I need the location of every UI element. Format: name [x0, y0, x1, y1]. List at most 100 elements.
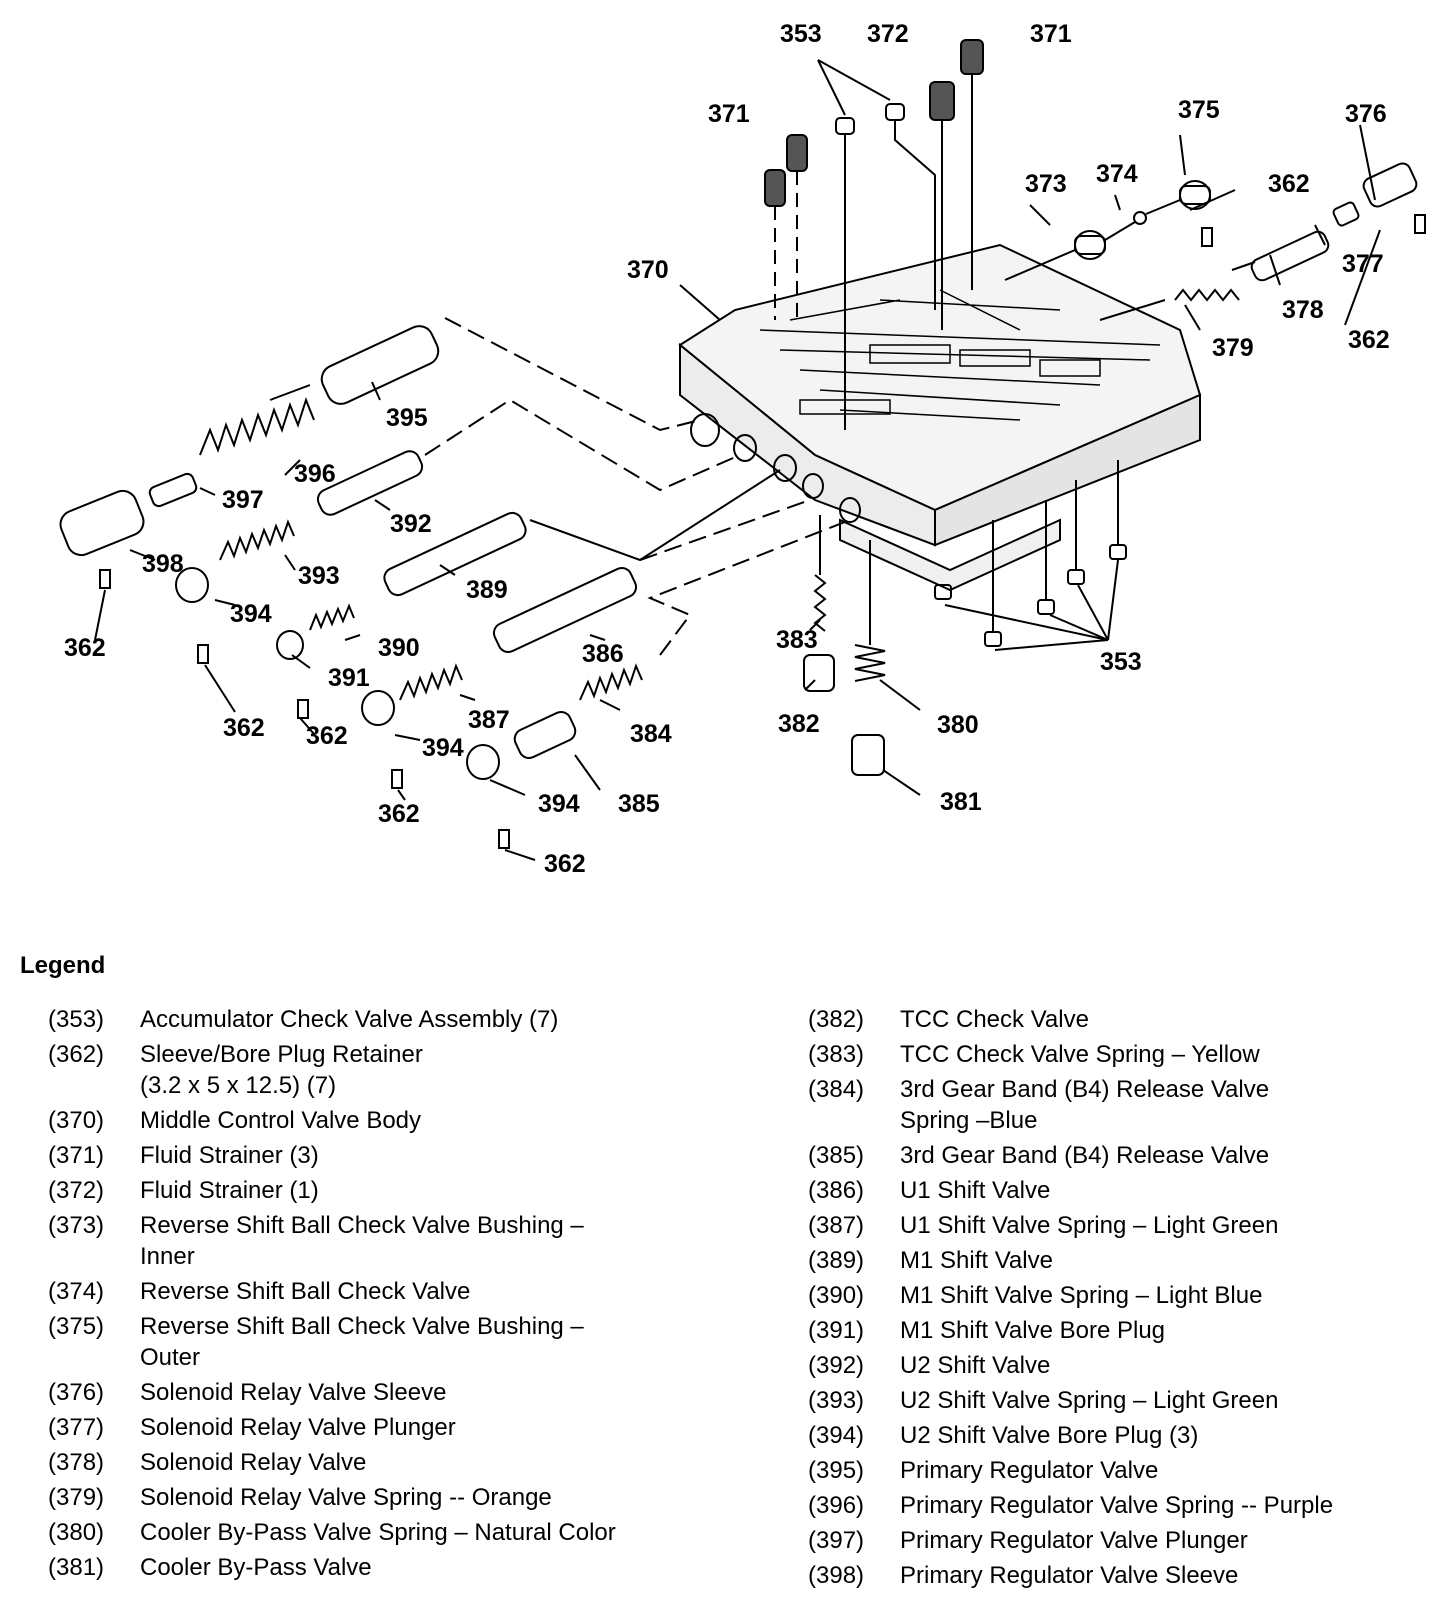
callout-label: 381: [940, 788, 982, 816]
relay-plunger: [1332, 201, 1360, 227]
callout-label: 390: [378, 634, 420, 662]
check-ball: [1133, 211, 1147, 225]
m1-spring: [309, 603, 355, 631]
legend-entry: (394) U2 Shift Valve Bore Plug (3): [808, 1420, 1448, 1451]
callout-label: 396: [294, 460, 336, 488]
legend-description: TCC Check Valve: [900, 1006, 1089, 1033]
legend-entry: (397)Primary Regulator Valve Plunger: [808, 1525, 1448, 1556]
callout-label: 382: [778, 710, 820, 738]
callout-label: 362: [378, 800, 420, 828]
legend-number: (386): [808, 1177, 865, 1204]
retainer: [99, 569, 111, 589]
legend-entry: (396) Primary Regulator Valve Spring -- P…: [808, 1490, 1448, 1521]
callout-label: 375: [1178, 96, 1220, 124]
legend-entry: (381) Cooler By-Pass Valve: [48, 1552, 748, 1583]
legend-entry: (385)3rd Gear Band (B4) Release Valve: [808, 1140, 1448, 1171]
legend-number: (389): [808, 1247, 865, 1274]
callout-label: 362: [1268, 170, 1310, 198]
u1-shift-valve: [492, 566, 638, 654]
regulator-sleeve: [59, 489, 145, 557]
legend-description: Primary Regulator Valve: [900, 1457, 1159, 1484]
callout-label: 389: [466, 576, 508, 604]
check-valve: [934, 584, 952, 600]
legend-description: Primary Regulator Valve Spring -- Purple: [900, 1492, 1334, 1519]
legend-number: (376): [48, 1379, 105, 1406]
legend-description: M1 Shift Valve: [900, 1247, 1053, 1274]
callout-label: 377: [1342, 250, 1384, 278]
retainer: [391, 769, 403, 789]
legend-entry: (377)Solenoid Relay Valve Plunger: [48, 1412, 748, 1443]
check-valve: [1037, 599, 1055, 615]
legend-number: (372): [48, 1177, 105, 1204]
callout-label: 383: [776, 626, 818, 654]
legend-number: (373): [48, 1212, 105, 1239]
callout-label: 393: [298, 562, 340, 590]
legend-number: (371): [48, 1142, 105, 1169]
callout-label: 371: [708, 100, 750, 128]
legend-title: Legend: [20, 952, 106, 979]
valve-body-right-face: [934, 393, 1201, 547]
legend-number: (398): [808, 1562, 865, 1589]
legend-entry: (370)Middle Control Valve Body: [48, 1105, 748, 1136]
legend-description: Fluid Strainer (3): [140, 1142, 319, 1169]
fluid-strainer: [929, 81, 955, 121]
exploded-view-diagram: 353 372 371 371 375 376 373 374 362 370 …: [59, 20, 1426, 878]
legend-entry: (391)M1 Shift Valve Bore Plug: [808, 1315, 1448, 1346]
callout-label: 362: [306, 722, 348, 750]
legend-number: (396): [808, 1492, 865, 1519]
callout-label: 385: [618, 790, 660, 818]
legend-description: Primary Regulator Valve Sleeve: [900, 1562, 1239, 1589]
callout-label: 362: [1348, 326, 1390, 354]
legend-entry: (373)Reverse Shift Ball Check Valve Bush…: [48, 1210, 748, 1272]
tcc-check-valve: [803, 654, 835, 692]
legend-description: U2 Shift Valve: [900, 1352, 1051, 1379]
legend-entry: (362)Sleeve/Bore Plug Retainer (3.2 x 5 …: [48, 1039, 748, 1101]
callout-label: 394: [230, 600, 272, 628]
valve-bore: [733, 434, 757, 462]
legend-description: M1 Shift Valve Bore Plug: [900, 1317, 1166, 1344]
legend-entry: (380)Cooler By-Pass Valve Spring – Natur…: [48, 1517, 748, 1548]
legend-description: U2 Shift Valve Bore Plug (3): [900, 1422, 1199, 1449]
u1-spring: [399, 663, 463, 701]
legend-number: (394): [808, 1422, 865, 1449]
callout-label: 394: [538, 790, 580, 818]
legend-number: (381): [48, 1554, 105, 1581]
passage-slot: [869, 344, 951, 364]
callout-label: 362: [544, 850, 586, 878]
separator-plate: [839, 518, 1061, 592]
callout-label: 392: [390, 510, 432, 538]
relay-sleeve: [1362, 162, 1418, 208]
legend-entry: (395) Primary Regulator Valve: [808, 1455, 1448, 1486]
legend-entry: (371) Fluid Strainer (3): [48, 1140, 748, 1171]
regulator-plunger: [148, 472, 198, 508]
legend-entry: (376)Solenoid Relay Valve Sleeve: [48, 1377, 748, 1408]
legend-number: (387): [808, 1212, 865, 1239]
bore-plug: [466, 744, 500, 780]
legend-number: (384): [808, 1076, 865, 1103]
u2-shift-valve: [316, 450, 424, 516]
bore-plug: [361, 690, 395, 726]
legend-description: Cooler By-Pass Valve: [140, 1554, 372, 1581]
legend-description: Solenoid Relay Valve Spring -- Orange: [140, 1484, 552, 1511]
callout-label: 397: [222, 486, 264, 514]
legend-entry: (398) Primary Regulator Valve Sleeve: [808, 1560, 1448, 1591]
legend-description: M1 Shift Valve Spring – Light Blue: [900, 1282, 1263, 1309]
u2-spring: [219, 519, 295, 561]
legend-entry: (393)U2 Shift Valve Spring – Light Green: [808, 1385, 1448, 1416]
callout-label: 387: [468, 706, 510, 734]
legend-entry: (378)Solenoid Relay Valve: [48, 1447, 748, 1478]
legend-number: (397): [808, 1527, 865, 1554]
legend-entry: (392)U2 Shift Valve: [808, 1350, 1448, 1381]
relay-valve: [1250, 230, 1330, 282]
callout-label: 384: [630, 720, 672, 748]
legend-number: (395): [808, 1457, 865, 1484]
fluid-strainer: [960, 39, 984, 75]
legend-number: (382): [808, 1006, 865, 1033]
legend-description: 3rd Gear Band (B4) Release Valve: [900, 1142, 1270, 1169]
legend-entry: (384)3rd Gear Band (B4) Release Valve Sp…: [808, 1074, 1448, 1136]
retainer: [297, 699, 309, 719]
legend-description: Accumulator Check Valve Assembly (7): [140, 1006, 559, 1033]
callout-label: 380: [937, 711, 979, 739]
valve-bore: [690, 413, 720, 447]
legend-description: Reverse Shift Ball Check Valve Bushing –…: [140, 1313, 584, 1371]
